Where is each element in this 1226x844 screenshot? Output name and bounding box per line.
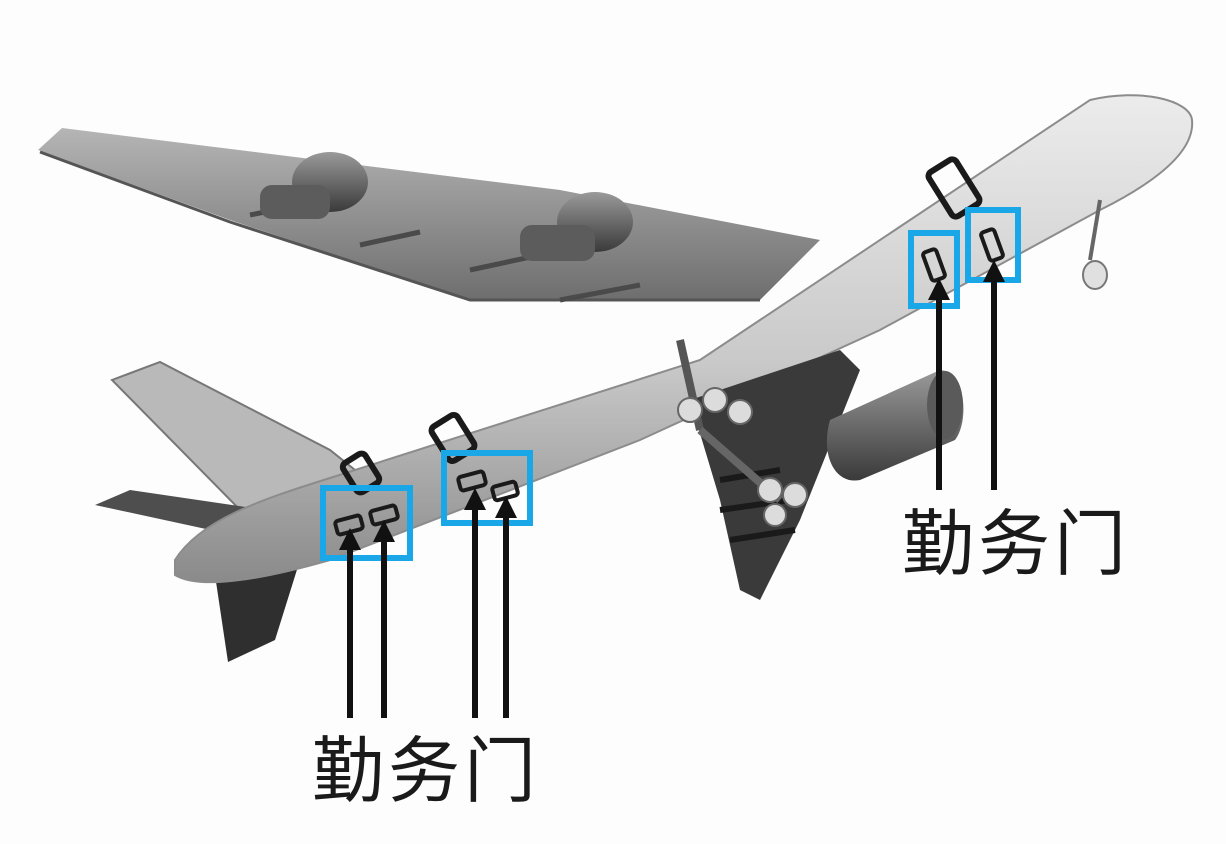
service-door-group-front [908, 207, 1021, 309]
fuselage [174, 94, 1194, 584]
nose-landing-gear [1082, 199, 1108, 290]
arrows-right [928, 260, 1005, 490]
far-engine-1 [260, 152, 368, 219]
service-door-rear-3 [456, 469, 488, 493]
up-arrow-head [339, 528, 361, 550]
service-door-group-rear [320, 450, 533, 561]
highlight-box-rear-1 [320, 485, 413, 561]
service-door-front-2 [979, 227, 1005, 263]
highlight-box-front-1 [908, 230, 960, 309]
up-arrow-head [928, 278, 950, 300]
up-arrow-head [983, 260, 1005, 282]
far-wing [38, 128, 820, 303]
service-door-label-left: 勤务门 [312, 729, 541, 813]
arrows-left [339, 488, 517, 718]
up-arrow-head [373, 520, 395, 542]
up-arrow-head [464, 488, 486, 510]
service-door-rear-2 [368, 503, 400, 527]
horizontal-stabilizer-right [215, 560, 300, 662]
up-arrow-head [495, 496, 517, 518]
main-landing-gear [676, 339, 808, 527]
service-door-label-right: 勤务门 [902, 502, 1131, 586]
highlight-box-rear-2 [441, 450, 533, 526]
far-engine-2 [520, 192, 633, 261]
